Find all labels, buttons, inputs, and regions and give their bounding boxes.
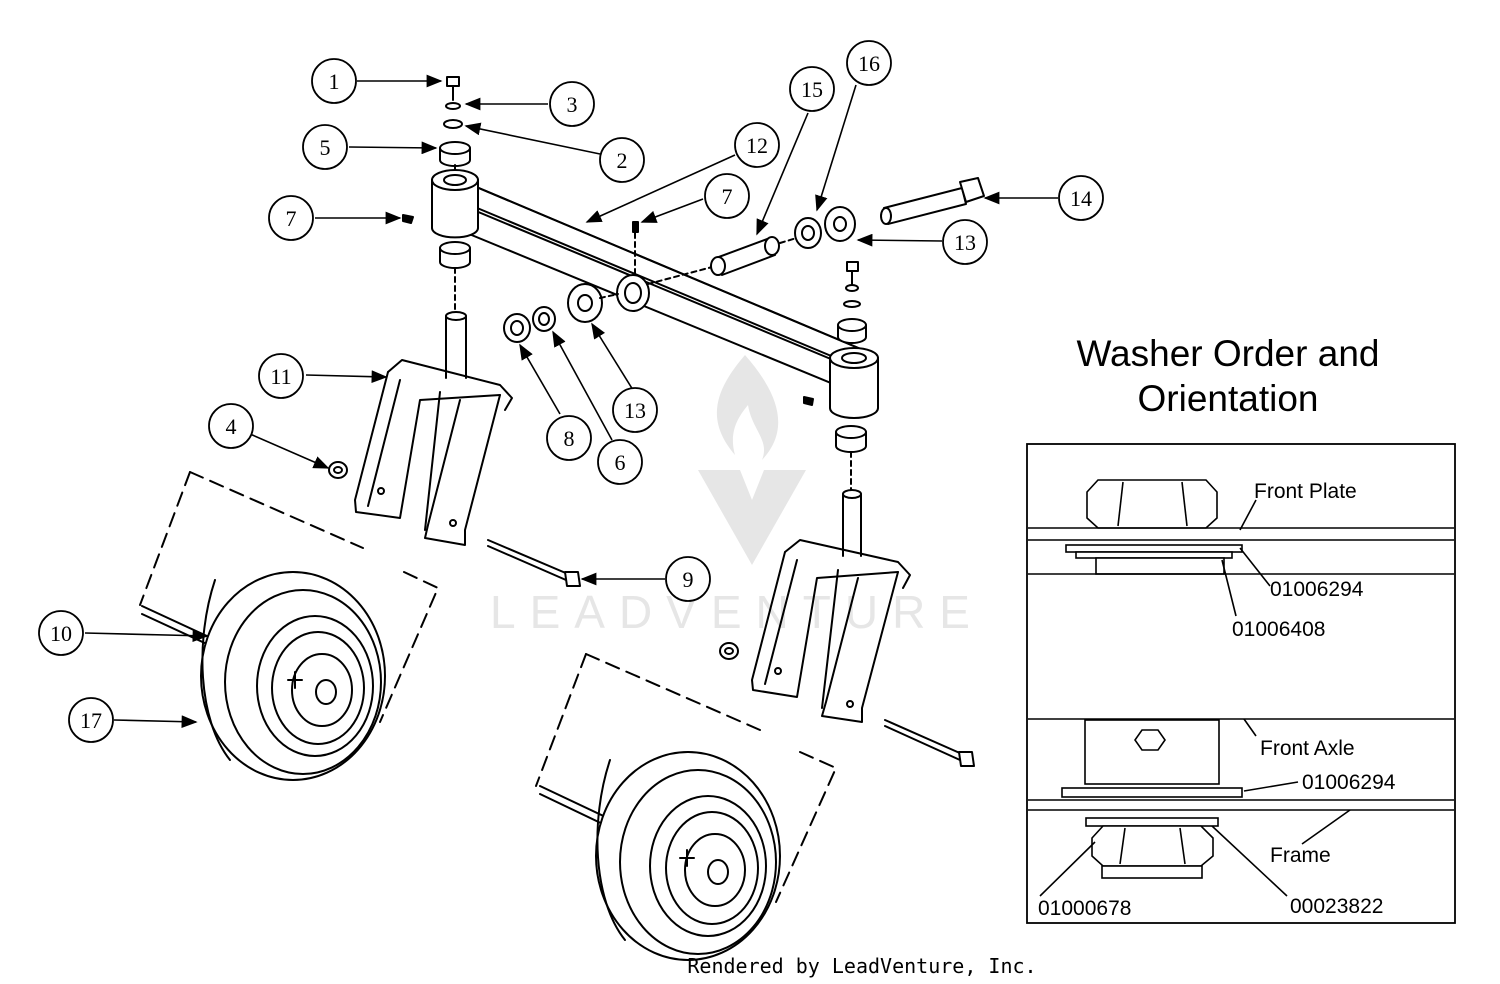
- rendered-by-footer: Rendered by LeadVenture, Inc.: [687, 954, 1036, 978]
- left-bottom-bushing: [439, 241, 471, 313]
- label-front-plate: Front Plate: [1254, 480, 1357, 503]
- callout-12: [734, 122, 780, 168]
- callout-17: [68, 697, 114, 743]
- left-top-hardware: [439, 76, 471, 173]
- grease-fittings: [402, 214, 814, 406]
- callout-1-label: 1: [329, 69, 340, 94]
- hex-nut-icon: [1091, 825, 1214, 867]
- label-part-01006294-bottom: 01006294: [1302, 771, 1396, 794]
- left-caster-fork: [354, 311, 513, 546]
- callout-1: [311, 58, 357, 104]
- callout-labels: 1 3 5 2 12 7 7 15 16 14 13 11 4 13 8 6 9…: [50, 51, 1092, 733]
- callout-2-label: 2: [617, 148, 628, 173]
- right-fork-nut: [719, 642, 739, 660]
- label-front-axle: Front Axle: [1260, 737, 1355, 760]
- axle-beam: [439, 177, 876, 396]
- callout-7a-label: 7: [286, 206, 297, 231]
- watermark-text: LEADVENTURE: [490, 586, 984, 638]
- callout-8-label: 8: [564, 426, 575, 451]
- callout-10: [38, 610, 84, 656]
- center-pivot-hardware: [503, 177, 985, 343]
- label-part-01006408: 01006408: [1232, 618, 1325, 641]
- right-fork-bolt: [884, 719, 975, 767]
- watermark-v-logo-icon: [698, 470, 806, 565]
- callout-13b-label: 13: [624, 398, 646, 423]
- callout-17-label: 17: [80, 708, 102, 733]
- hex-fitting-icon: [1134, 729, 1166, 751]
- callout-5: [302, 124, 348, 170]
- watermark: LEADVENTURE: [490, 355, 984, 638]
- callout-16-label: 16: [858, 51, 880, 76]
- callout-2: [599, 137, 645, 183]
- watermark-flame-icon: [716, 355, 779, 460]
- right-caster-fork: [751, 489, 911, 723]
- label-part-01006294-top: 01006294: [1270, 578, 1364, 601]
- center-bushing: [616, 274, 650, 312]
- right-pivot-tube: [829, 347, 879, 419]
- callout-4: [208, 403, 254, 449]
- callout-9: [665, 556, 711, 602]
- callout-10-label: 10: [50, 621, 72, 646]
- callout-14-label: 14: [1070, 186, 1092, 211]
- callout-15-label: 15: [801, 77, 823, 102]
- callout-8: [546, 415, 592, 461]
- right-bottom-bushing: [835, 425, 867, 491]
- callout-6: [597, 439, 643, 485]
- callout-11: [258, 353, 304, 399]
- assembly-drawing: [139, 76, 985, 961]
- left-fork-nut: [328, 461, 348, 479]
- washer-order-inset: Washer Order and Orientation: [1026, 333, 1456, 924]
- callouts: [38, 40, 1104, 743]
- right-top-hardware: [837, 261, 867, 344]
- inset-title-line2: Orientation: [1138, 378, 1319, 419]
- inset-top-detail: [1028, 479, 1454, 575]
- inset-title-line1: Washer Order and: [1077, 333, 1380, 374]
- callout-11-label: 11: [270, 364, 291, 389]
- left-fork-bolt: [487, 539, 581, 587]
- callout-12-label: 12: [746, 133, 768, 158]
- callout-13a-label: 13: [954, 230, 976, 255]
- inset-leaders: [1039, 499, 1351, 897]
- callout-16: [846, 40, 892, 86]
- leader-lines: [84, 74, 1058, 729]
- callout-15: [789, 66, 835, 112]
- callout-3-label: 3: [567, 92, 578, 117]
- callout-7b: [704, 173, 750, 219]
- label-part-01000678: 01000678: [1038, 897, 1131, 920]
- callout-6-label: 6: [615, 450, 626, 475]
- label-frame: Frame: [1270, 844, 1331, 867]
- callout-3: [549, 81, 595, 127]
- callout-5-label: 5: [320, 135, 331, 160]
- callout-4-label: 4: [226, 414, 237, 439]
- callout-7a: [268, 195, 314, 241]
- inset-labels: Front Plate 01006294 01006408 Front Axle…: [1038, 480, 1396, 920]
- right-wheel-assembly: [535, 653, 837, 961]
- callout-14: [1058, 175, 1104, 221]
- callout-13a: [942, 219, 988, 265]
- callout-7b-label: 7: [722, 184, 733, 209]
- left-wheel-assembly: [139, 471, 439, 781]
- hex-bolt-head-icon: [1086, 479, 1218, 529]
- label-part-00023822: 00023822: [1290, 895, 1383, 918]
- left-pivot-tube: [431, 169, 479, 239]
- inset-bottom-detail: [1028, 718, 1454, 879]
- callout-13b: [612, 387, 658, 433]
- callout-9-label: 9: [683, 567, 694, 592]
